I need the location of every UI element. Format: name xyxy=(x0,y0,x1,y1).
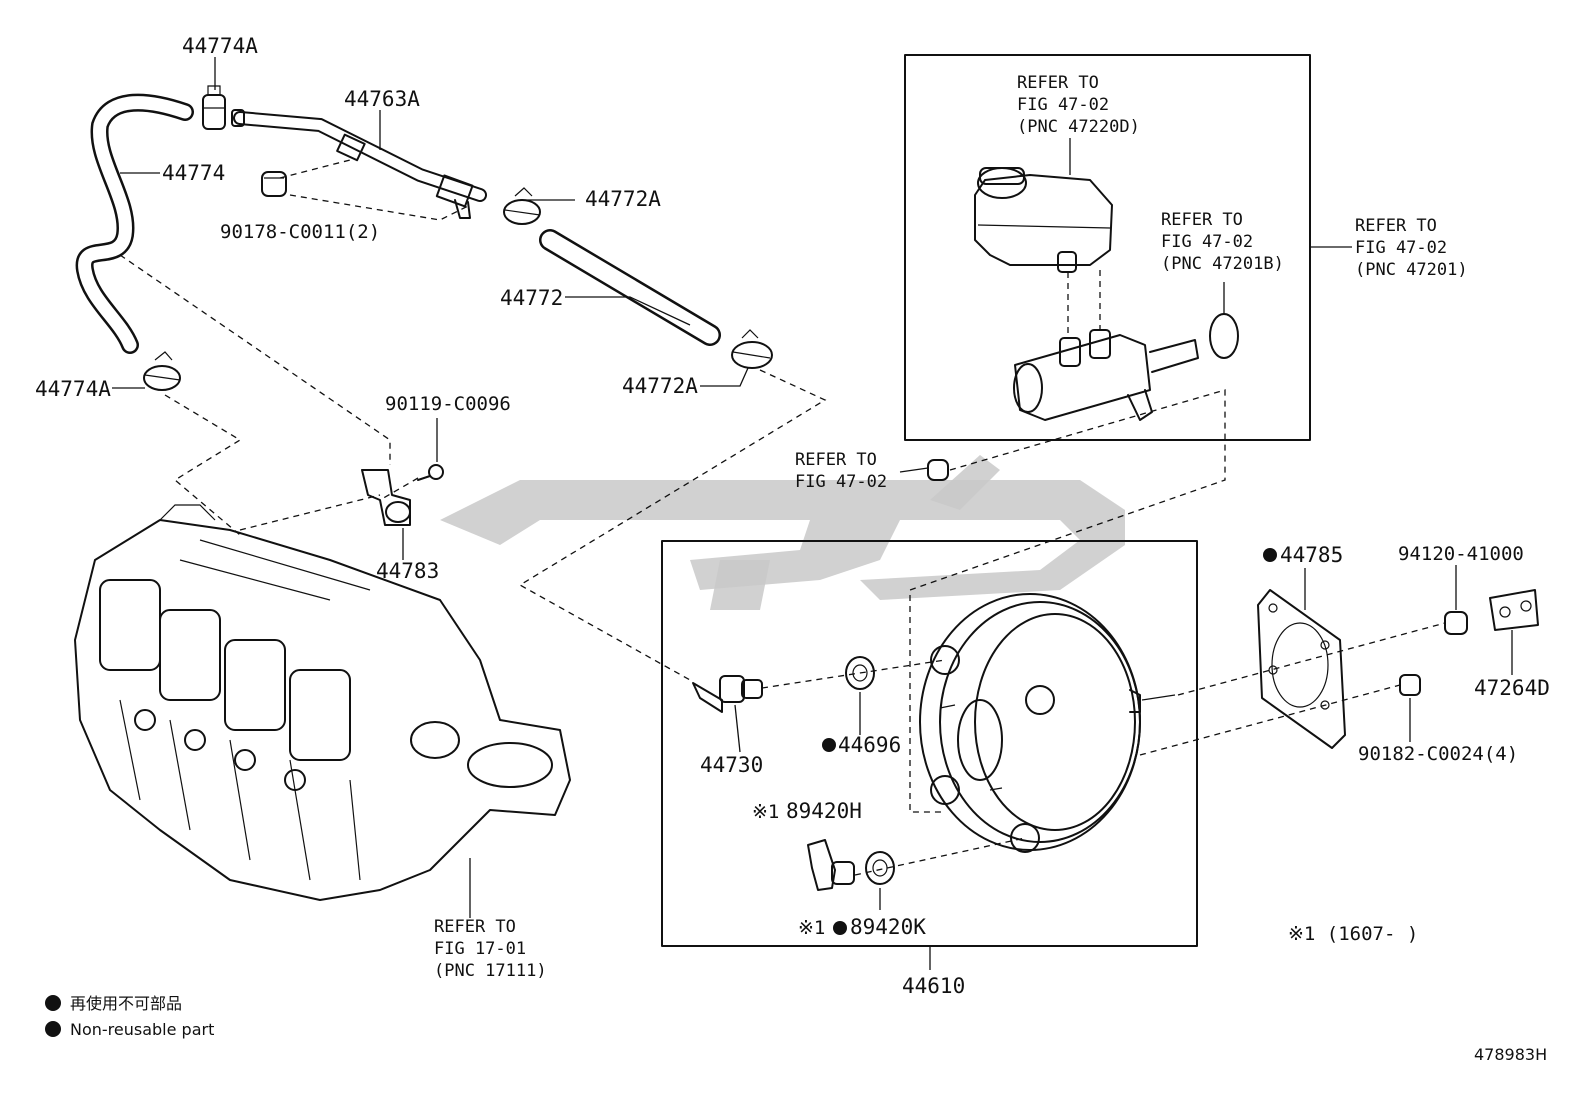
ref-47201B: REFER TO FIG 47-02 (PNC 47201B) xyxy=(1161,210,1284,274)
nut-90182 xyxy=(1399,674,1421,696)
legend-text-en: Non-reusable part xyxy=(70,1020,214,1039)
reservoir-47220D xyxy=(974,167,1113,273)
ref-line: FIG 47-02 xyxy=(1161,232,1253,252)
intake-manifold xyxy=(74,504,571,901)
label-44785-group: 44785 xyxy=(1263,543,1343,567)
label-44785: 44785 xyxy=(1280,543,1343,567)
ref-line: REFER TO xyxy=(1017,73,1099,93)
ref-line: REFER TO xyxy=(1161,210,1243,230)
label-44772: 44772 xyxy=(500,286,563,310)
legend-text-jp: 再使用不可部品 xyxy=(70,994,182,1013)
ref-line: FIG 47-02 xyxy=(1355,238,1447,258)
nut-94120 xyxy=(1444,611,1468,635)
leader-lines xyxy=(112,57,1513,970)
label-44774A-top: 44774A xyxy=(182,34,258,58)
brake-booster-44610 xyxy=(919,593,1176,853)
bolt-90119 xyxy=(417,464,444,481)
label-44774A-left: 44774A xyxy=(35,377,111,401)
applicability-mark-k: ※1 xyxy=(798,917,825,939)
label-44783: 44783 xyxy=(376,559,439,583)
label-44772A-top: 44772A xyxy=(585,187,661,211)
pressure-sensor-89420H xyxy=(807,839,855,891)
label-44730: 44730 xyxy=(700,753,763,777)
hose-44772 xyxy=(539,229,721,346)
clamp-44774A-top xyxy=(202,85,226,130)
label-44774: 44774 xyxy=(162,161,225,185)
gasket-44785 xyxy=(1257,589,1346,749)
ref-fig4702: REFER TO FIG 47-02 xyxy=(795,450,887,492)
non-reusable-marker xyxy=(1263,548,1277,562)
label-44763A: 44763A xyxy=(344,87,420,111)
grommet-90178 xyxy=(261,171,287,197)
legend-marker-jp xyxy=(45,995,61,1011)
label-90182: 90182-C0024(4) xyxy=(1358,743,1518,765)
ref-line: (PNC 47201) xyxy=(1355,260,1468,280)
clevis-47264D xyxy=(1489,589,1539,631)
ref-line: REFER TO xyxy=(795,450,877,470)
ref-line: REFER TO xyxy=(1355,216,1437,236)
check-valve-44730 xyxy=(692,675,763,713)
label-89420K: 89420K xyxy=(850,915,926,939)
ref-line: FIG 17-01 xyxy=(434,939,526,959)
ref-line: REFER TO xyxy=(434,917,516,937)
assembly-dashed-lines xyxy=(119,159,1446,876)
clamp-44772A-top xyxy=(503,187,541,225)
ref-47220D: REFER TO FIG 47-02 (PNC 47220D) xyxy=(1017,73,1140,137)
applicability-mark-h: ※1 xyxy=(752,801,779,823)
ref-line: (PNC 47201B) xyxy=(1161,254,1284,274)
ref-17111: REFER TO FIG 17-01 (PNC 17111) xyxy=(434,917,547,981)
pipe-44763A xyxy=(231,109,487,219)
clamp-44772A-mid xyxy=(731,329,773,369)
ref-line: FIG 47-02 xyxy=(1017,95,1109,115)
label-44696-group: 44696 xyxy=(822,733,901,757)
legend-marker-en xyxy=(45,1021,61,1037)
clamp-44774A-left xyxy=(143,351,181,391)
ref-line: (PNC 47220D) xyxy=(1017,117,1140,137)
label-44610: 44610 xyxy=(902,974,965,998)
grommet-89420K xyxy=(865,851,895,885)
label-44772A-mid: 44772A xyxy=(622,374,698,398)
applicability-note: ※1 (1607- ) xyxy=(1288,923,1418,945)
label-94120: 94120-41000 xyxy=(1398,543,1524,565)
master-cylinder-47201 xyxy=(1013,329,1199,421)
label-47264D: 47264D xyxy=(1474,676,1550,700)
non-reusable-marker xyxy=(822,738,836,752)
label-90178: 90178-C0011(2) xyxy=(220,221,380,243)
ref-47201: REFER TO FIG 47-02 (PNC 47201) xyxy=(1355,216,1468,280)
label-90119: 90119-C0096 xyxy=(385,393,511,415)
drawing-id: 478983H xyxy=(1474,1045,1547,1064)
label-89420H-group: ※1 89420H xyxy=(752,799,862,823)
label-44696: 44696 xyxy=(838,733,901,757)
label-89420H: 89420H xyxy=(786,799,862,823)
ref-line: (PNC 17111) xyxy=(434,961,547,981)
watermark-logo xyxy=(440,455,1125,610)
ref-line: FIG 47-02 xyxy=(795,472,887,492)
non-reusable-marker xyxy=(833,921,847,935)
grommet-fig4702 xyxy=(927,459,949,481)
grommet-44696 xyxy=(845,656,875,690)
legend: 再使用不可部品 Non-reusable part xyxy=(45,994,214,1039)
o-ring-47201B xyxy=(1209,313,1239,359)
hose-44774 xyxy=(75,93,194,354)
label-89420K-group: ※1 89420K xyxy=(798,915,926,939)
